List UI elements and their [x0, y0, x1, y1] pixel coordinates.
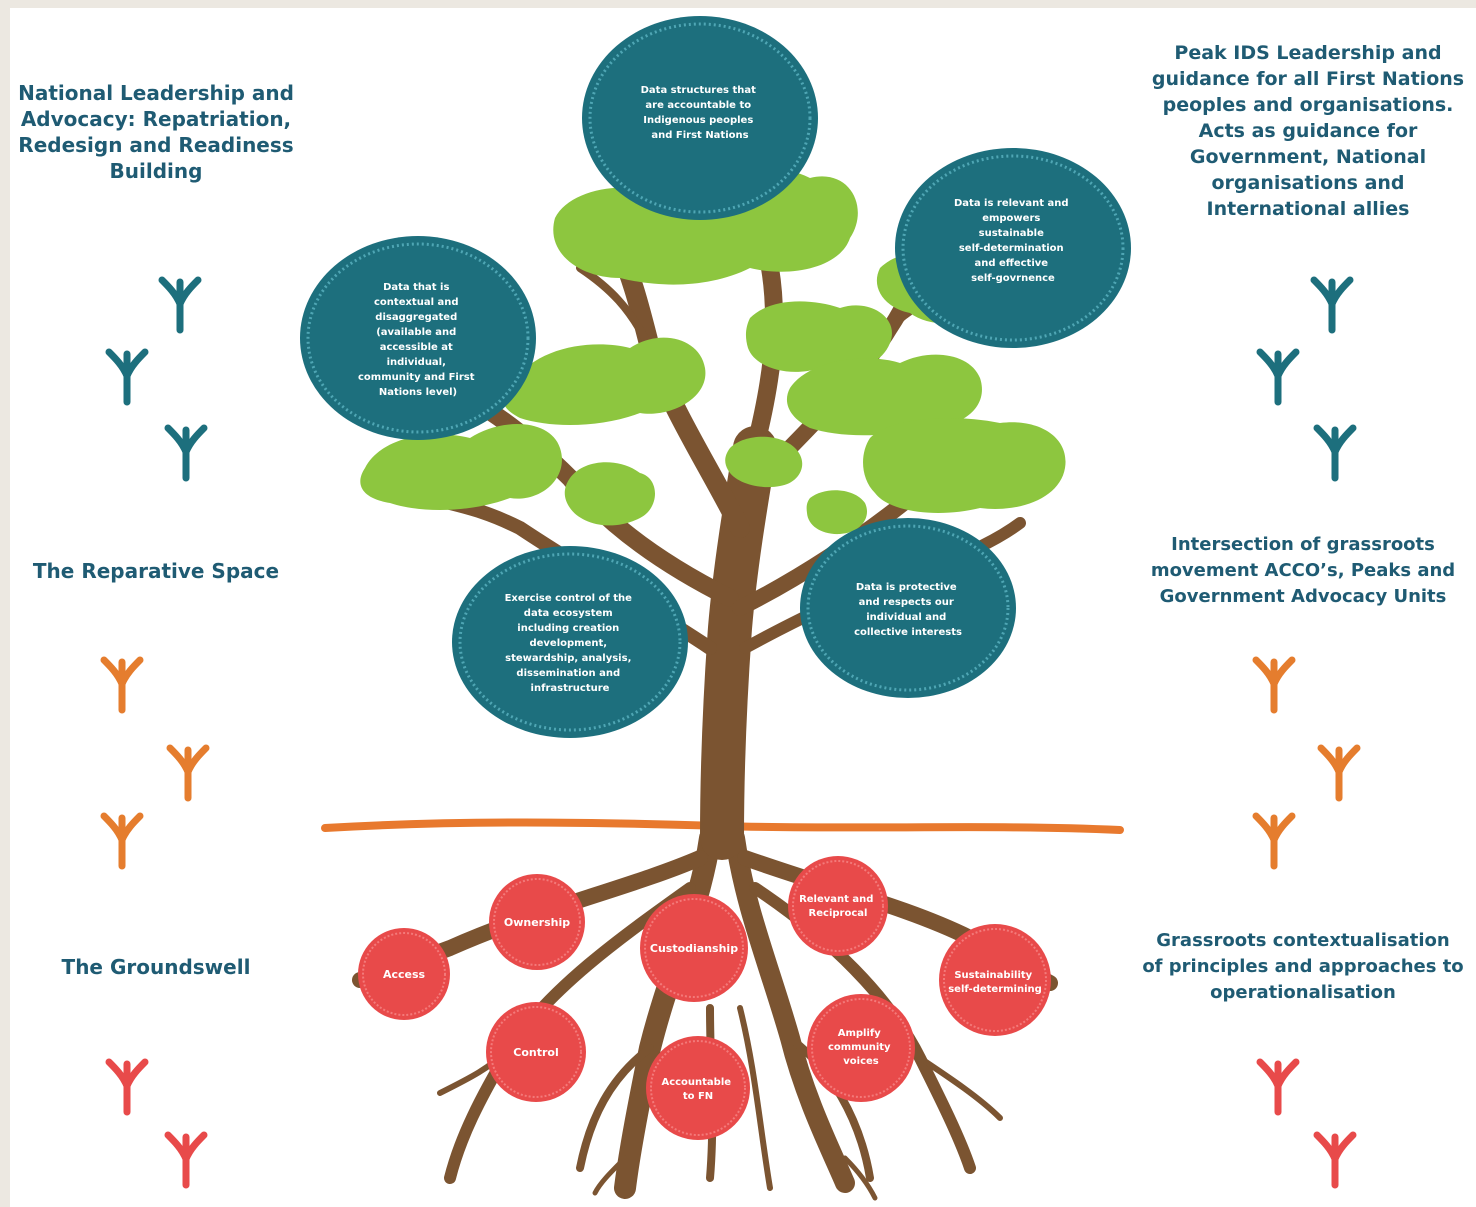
bubble-text: Control: [513, 1046, 558, 1059]
bird-track-icon: [104, 816, 140, 866]
red-footprints-right: [1260, 1062, 1353, 1185]
bird-track-icon: [1314, 280, 1350, 330]
bubble-text: Amplify community voices: [828, 1028, 894, 1067]
orange-footprints-right: [1256, 660, 1357, 866]
label-line: National Leadership and: [18, 81, 294, 105]
bird-track-icon: [1260, 352, 1296, 402]
root-bubble-relevant-reciprocal: Relevant and Reciprocal: [788, 856, 888, 956]
label-line: Acts as guidance for: [1198, 120, 1418, 142]
canopy-bubble-relevant-empowers: Data is relevant and empowers sustainabl…: [895, 148, 1131, 348]
bird-track-icon: [162, 280, 198, 330]
root-bubble-accountable-fn: Accountable to FN: [646, 1036, 750, 1140]
red-footprints-left: [109, 1062, 204, 1185]
root-bubble-amplify: Amplify community voices: [807, 994, 915, 1102]
label-line: The Reparative Space: [32, 559, 280, 583]
bubble-text: Ownership: [504, 916, 570, 929]
root-bubble-control: Control: [486, 1002, 586, 1102]
label-line: The Groundswell: [61, 955, 251, 979]
label-line: guidance for all First Nations: [1151, 68, 1465, 90]
bird-track-icon: [1321, 748, 1357, 798]
label-line: Peak IDS Leadership and: [1174, 42, 1442, 64]
label-peak-ids: Peak IDS Leadership and guidance for all…: [1140, 40, 1476, 222]
root-bubble-access: Access: [358, 928, 450, 1020]
bird-track-icon: [1256, 660, 1292, 710]
label-line: Government, National: [1189, 146, 1427, 168]
label-line: operationalisation: [1210, 982, 1396, 1003]
label-line: of principles and approaches to: [1142, 956, 1464, 977]
label-national-leadership: National Leadership and Advocacy: Repatr…: [10, 80, 302, 184]
label-line: Government Advocacy Units: [1159, 586, 1447, 607]
label-line: organisations and: [1211, 172, 1405, 194]
label-line: International allies: [1206, 198, 1410, 220]
teal-footprints-right: [1260, 280, 1353, 478]
bird-track-icon: [1260, 1062, 1296, 1112]
label-line: Redesign and Readiness: [18, 133, 294, 157]
bird-track-icon: [170, 748, 206, 798]
root-bubble-sustainability: Sustainability self-determining: [939, 924, 1051, 1036]
label-line: movement ACCO’s, Peaks and: [1150, 560, 1456, 581]
bird-track-icon: [168, 1135, 204, 1185]
canopy-bubble-accountable-structures: Data structures that are accountable to …: [582, 16, 818, 220]
bubble-text: Data structures that are accountable to …: [641, 85, 760, 141]
root-bubble-ownership: Ownership: [489, 874, 585, 970]
label-line: Building: [109, 159, 203, 183]
label-line: Intersection of grassroots: [1171, 534, 1435, 555]
label-line: Advocacy: Repatriation,: [20, 107, 292, 131]
bird-track-icon: [1317, 428, 1353, 478]
bird-track-icon: [168, 428, 204, 478]
bubble-text: Data is protective and respects our indi…: [854, 582, 962, 638]
bubble-text: Access: [383, 968, 426, 981]
bird-track-icon: [109, 352, 145, 402]
bird-track-icon: [104, 660, 140, 710]
canopy-bubble-contextual-disaggregated: Data that is contextual and disaggregate…: [300, 236, 536, 440]
label-intersection: Intersection of grassroots movement ACCO…: [1130, 532, 1476, 610]
roots: [352, 827, 1058, 1201]
label-reparative-space: The Reparative Space: [10, 558, 302, 584]
bubble-text: Custodianship: [650, 942, 738, 955]
bird-track-icon: [1317, 1135, 1353, 1185]
bubble-text: Relevant and Reciprocal: [799, 894, 877, 919]
orange-footprints-left: [104, 660, 206, 866]
label-line: peoples and organisations.: [1162, 94, 1454, 116]
diagram-canvas: Data structures that are accountable to …: [10, 8, 1476, 1207]
bubble-text: Accountable to FN: [661, 1077, 734, 1102]
canopy-leaves: [360, 167, 1066, 535]
canopy-bubble-protective: Data is protective and respects our indi…: [800, 518, 1016, 698]
bubble-text: Exercise control of the data ecosystem i…: [505, 593, 636, 694]
label-line: Grassroots contextualisation: [1156, 930, 1450, 951]
root-bubble-custodianship: Custodianship: [640, 894, 748, 1002]
bird-track-icon: [109, 1062, 145, 1112]
label-groundswell: The Groundswell: [10, 954, 302, 980]
tree-diagram: Data structures that are accountable to …: [10, 16, 1476, 1201]
label-grassroots: Grassroots contextualisation of principl…: [1130, 928, 1476, 1006]
canopy-bubble-exercise-control: Exercise control of the data ecosystem i…: [452, 546, 688, 738]
bubble-text: Data that is contextual and disaggregate…: [358, 282, 478, 398]
bubble-text: Data is relevant and empowers sustainabl…: [954, 198, 1072, 284]
teal-footprints-left: [109, 280, 204, 478]
bird-track-icon: [1256, 816, 1292, 866]
bubble-text: Sustainability self-determining: [948, 970, 1042, 995]
